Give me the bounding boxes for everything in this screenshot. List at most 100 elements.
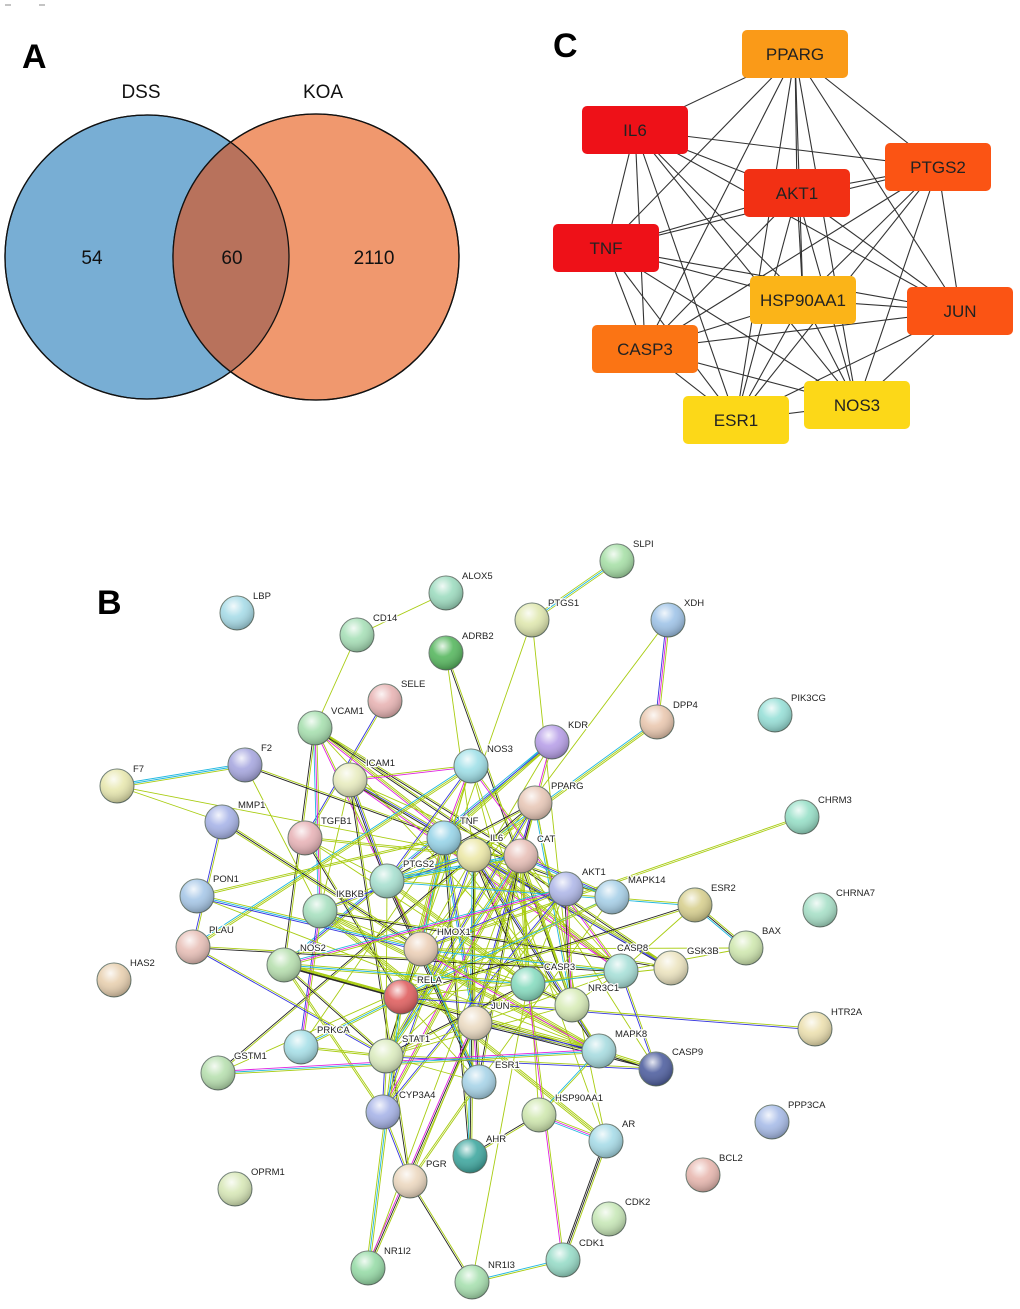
interaction-edge <box>531 619 573 1006</box>
edge-il6-jun <box>634 129 961 312</box>
protein-node-esr1[interactable] <box>461 1064 497 1100</box>
edge-pparg-nos3 <box>794 53 858 406</box>
protein-node-mmp1[interactable] <box>204 804 240 840</box>
protein-node-has2[interactable] <box>96 962 132 998</box>
protein-node-nos2[interactable] <box>266 947 302 983</box>
protein-node-nos3[interactable] <box>453 748 489 784</box>
protein-node-cat[interactable] <box>503 838 539 874</box>
interaction-edge <box>420 949 621 973</box>
protein-node-casp8[interactable] <box>603 953 639 989</box>
protein-node-cd14[interactable] <box>339 617 375 653</box>
protein-node-oprm1[interactable] <box>217 1171 253 1207</box>
protein-node-alox5[interactable] <box>428 575 464 611</box>
protein-node-ar[interactable] <box>588 1123 624 1159</box>
interaction-edge <box>386 984 529 1058</box>
protein-node-rela[interactable] <box>383 979 419 1015</box>
edge-pparg-casp3 <box>644 53 796 350</box>
hub-node-il6[interactable]: IL6 <box>582 106 688 154</box>
interaction-edge <box>116 762 245 785</box>
protein-label: HSP90AA1 <box>555 1093 603 1104</box>
protein-node-hmox1[interactable] <box>403 931 439 967</box>
protein-node-plau[interactable] <box>175 929 211 965</box>
protein-node-ahr[interactable] <box>452 1138 488 1174</box>
protein-node-jun[interactable] <box>457 1005 493 1041</box>
protein-sphere-shine <box>393 1164 427 1198</box>
protein-node-chrna7[interactable] <box>802 892 838 928</box>
protein-node-pparg[interactable] <box>517 785 553 821</box>
protein-node-pik3cg[interactable] <box>757 697 793 733</box>
protein-node-stat1[interactable] <box>368 1038 404 1074</box>
hub-node-label: PPARG <box>766 45 824 64</box>
protein-node-il6[interactable] <box>456 837 492 873</box>
protein-node-bax[interactable] <box>728 930 764 966</box>
hub-node-pparg[interactable]: PPARG <box>742 30 848 78</box>
protein-node-slpi[interactable] <box>599 543 635 579</box>
protein-node-cyp3a4[interactable] <box>365 1094 401 1130</box>
protein-node-adrb2[interactable] <box>428 635 464 671</box>
protein-node-chrm3[interactable] <box>784 799 820 835</box>
protein-label: CD14 <box>373 613 397 624</box>
hub-node-esr1[interactable]: ESR1 <box>683 396 789 444</box>
edge-il6-nos3 <box>634 129 858 406</box>
protein-node-cdk2[interactable] <box>591 1201 627 1237</box>
hub-node-nos3[interactable]: NOS3 <box>804 381 910 429</box>
protein-node-gsk3b[interactable] <box>653 950 689 986</box>
interaction-edge <box>312 728 319 912</box>
protein-sphere-shine <box>729 931 763 965</box>
protein-sphere-shine <box>604 954 638 988</box>
protein-node-tgfb1[interactable] <box>287 820 323 856</box>
protein-node-prkca[interactable] <box>283 1029 319 1065</box>
protein-node-hsp90aa1[interactable] <box>521 1097 557 1133</box>
venn-intersection <box>173 115 289 399</box>
protein-node-kdr[interactable] <box>534 724 570 760</box>
protein-node-casp3[interactable] <box>510 966 546 1002</box>
hub-node-akt1[interactable]: AKT1 <box>744 169 850 217</box>
protein-node-mapk14[interactable] <box>594 879 630 915</box>
protein-node-sele[interactable] <box>367 683 403 719</box>
protein-label: HMOX1 <box>437 927 471 938</box>
protein-node-gstm1[interactable] <box>200 1055 236 1091</box>
protein-sphere-shine <box>686 1158 720 1192</box>
protein-node-pgr[interactable] <box>392 1163 428 1199</box>
protein-node-ppp3ca[interactable] <box>754 1104 790 1140</box>
hub-node-ptgs2[interactable]: PTGS2 <box>885 143 991 191</box>
hub-node-jun[interactable]: JUN <box>907 287 1013 335</box>
hub-node-casp3[interactable]: CASP3 <box>592 325 698 373</box>
protein-node-htr2a[interactable] <box>797 1011 833 1047</box>
protein-node-cdk1[interactable] <box>545 1242 581 1278</box>
protein-node-pon1[interactable] <box>179 878 215 914</box>
protein-node-nr3c1[interactable] <box>554 987 590 1023</box>
protein-node-ptgs2[interactable] <box>369 863 405 899</box>
panel-c-hub-network: C PPARGIL6PTGS2AKT1TNFHSP90AA1JUNCASP3ES… <box>553 27 1013 444</box>
protein-node-f7[interactable] <box>99 768 135 804</box>
protein-label: MAPK8 <box>615 1029 647 1040</box>
protein-node-xdh[interactable] <box>650 602 686 638</box>
venn-label-dss: DSS <box>121 82 160 103</box>
protein-node-casp9[interactable] <box>638 1051 674 1087</box>
protein-node-nr1i2[interactable] <box>350 1250 386 1286</box>
interaction-edge <box>349 779 522 857</box>
protein-node-mapk8[interactable] <box>581 1033 617 1069</box>
protein-node-nr1i3[interactable] <box>454 1264 490 1300</box>
protein-node-akt1[interactable] <box>548 871 584 907</box>
interaction-edge <box>298 910 319 1047</box>
protein-node-vcam1[interactable] <box>297 710 333 746</box>
hub-node-label: PTGS2 <box>910 158 966 177</box>
hub-node-hsp90aa1[interactable]: HSP90AA1 <box>750 276 856 324</box>
protein-node-lbp[interactable] <box>219 595 255 631</box>
protein-node-icam1[interactable] <box>332 762 368 798</box>
interaction-edge <box>474 722 659 857</box>
interaction-edge <box>383 889 567 1113</box>
protein-node-f2[interactable] <box>227 747 263 783</box>
protein-node-esr2[interactable] <box>677 887 713 923</box>
protein-node-bcl2[interactable] <box>685 1157 721 1193</box>
protein-node-tnf[interactable] <box>426 820 462 856</box>
protein-sphere-shine <box>201 1056 235 1090</box>
protein-node-ptgs1[interactable] <box>514 602 550 638</box>
hub-node-tnf[interactable]: TNF <box>553 224 659 272</box>
protein-node-dpp4[interactable] <box>639 704 675 740</box>
edge-pparg-esr1 <box>735 53 796 421</box>
protein-node-ikbkb[interactable] <box>302 893 338 929</box>
